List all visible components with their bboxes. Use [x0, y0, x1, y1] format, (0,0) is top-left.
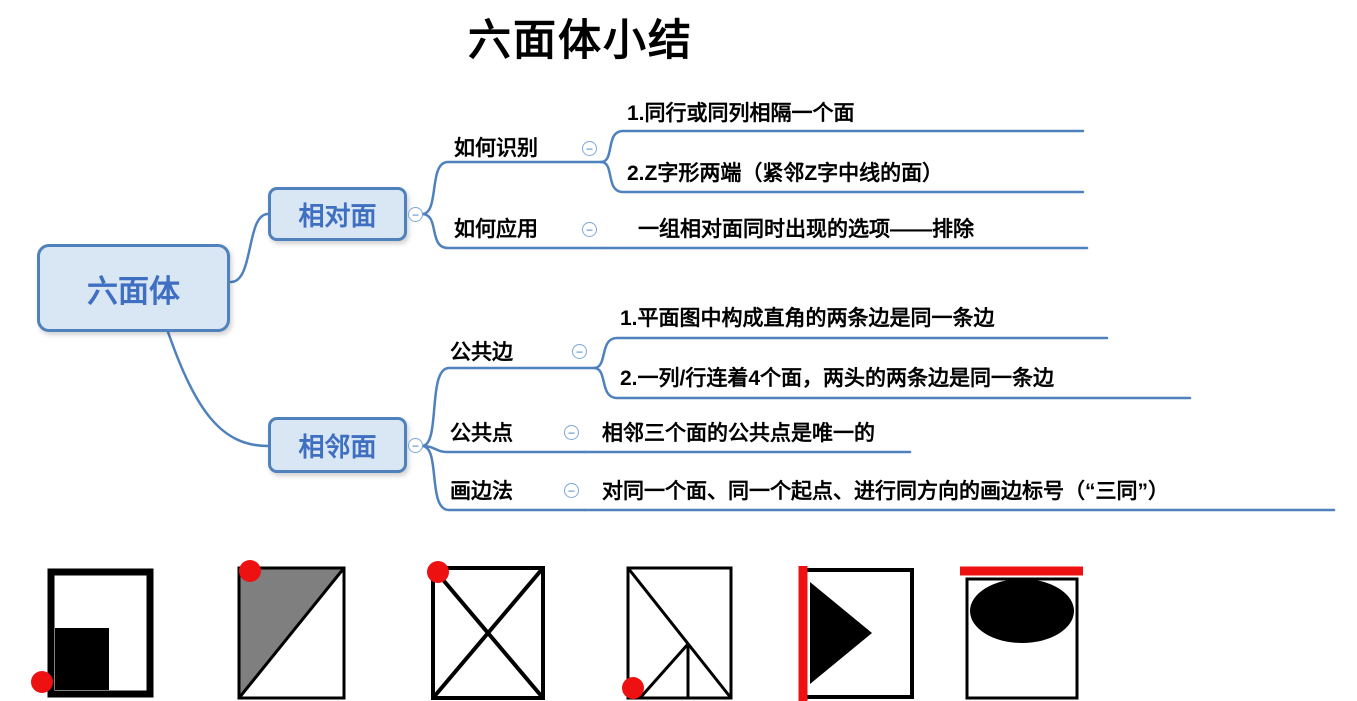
- square-with-diagonal-and-small-triangle: [622, 566, 733, 700]
- subtopic-edge-drawing-method[interactable]: 画边法: [450, 480, 513, 503]
- leaf-identify-1[interactable]: 1.同行或同列相隔一个面: [627, 102, 855, 125]
- leaf-common-edge-1[interactable]: 1.平面图中构成直角的两条边是同一条边: [620, 307, 995, 330]
- diagonal-line: [237, 567, 346, 699]
- black-corner-square: [55, 628, 109, 690]
- collapse-icon[interactable]: −: [564, 483, 579, 498]
- link-adjacent-point: [420, 444, 587, 454]
- branch-adjacent-faces[interactable]: 相邻面: [268, 417, 407, 473]
- subtopic-common-edge[interactable]: 公共边: [450, 341, 513, 364]
- collapse-icon[interactable]: −: [572, 344, 587, 359]
- figure-1-container: [28, 565, 160, 701]
- red-dot-marker: [239, 560, 261, 582]
- diagonal-line: [431, 566, 545, 700]
- link-identify-leaf1: [599, 129, 1085, 164]
- subtopic-common-point[interactable]: 公共点: [450, 422, 513, 445]
- page-title: 六面体小结: [468, 17, 693, 65]
- collapse-icon[interactable]: −: [582, 222, 597, 237]
- collapse-icon[interactable]: −: [408, 438, 423, 453]
- link-root-adjacent: [166, 330, 270, 448]
- leaf-identify-2[interactable]: 2.Z字形两端（紧邻Z字中线的面）: [627, 162, 944, 185]
- collapse-icon[interactable]: −: [408, 207, 423, 222]
- leaf-common-point-1[interactable]: 相邻三个面的公共点是唯一的: [602, 422, 875, 445]
- red-dot-marker: [622, 677, 644, 699]
- branch-opposite-faces[interactable]: 相对面: [268, 187, 407, 241]
- black-triangle: [810, 582, 872, 684]
- figure-5-container: [795, 560, 925, 701]
- square-outline: [237, 566, 346, 700]
- link-root-opposite: [229, 212, 270, 284]
- collapse-icon[interactable]: −: [564, 425, 579, 440]
- root-topic[interactable]: 六面体: [37, 244, 230, 332]
- red-dot-marker: [427, 561, 449, 583]
- diagonal-line: [626, 567, 733, 699]
- figure-6-container: [950, 558, 1095, 701]
- figure-3-container: [423, 558, 555, 701]
- collapse-icon[interactable]: −: [582, 141, 597, 156]
- inner-triangle-hypotenuse: [638, 643, 690, 699]
- subtopic-how-to-apply[interactable]: 如何应用: [454, 218, 538, 241]
- square-with-black-right-triangle: [798, 566, 914, 701]
- square-with-gray-upper-triangle: [237, 560, 346, 700]
- square-with-black-ellipse: [960, 566, 1083, 700]
- black-ellipse: [970, 579, 1074, 643]
- leaf-common-edge-2[interactable]: 2.一列/行连着4个面，两头的两条边是同一条边: [620, 367, 1055, 390]
- figure-2-container: [230, 558, 358, 701]
- square-with-x-diagonals: [427, 561, 545, 700]
- link-edge-leaf1: [592, 336, 1109, 370]
- figure-4-container: [618, 558, 743, 701]
- link-opposite-identify: [420, 160, 603, 216]
- leaf-edge-drawing-1[interactable]: 对同一个面、同一个起点、进行同方向的画边标号（“三同”）: [602, 480, 1169, 503]
- leaf-apply-1[interactable]: 一组相对面同时出现的选项——排除: [638, 218, 974, 241]
- square-with-black-corner-square: [31, 568, 154, 698]
- red-dot-marker: [31, 671, 53, 693]
- subtopic-how-to-identify[interactable]: 如何识别: [454, 137, 538, 160]
